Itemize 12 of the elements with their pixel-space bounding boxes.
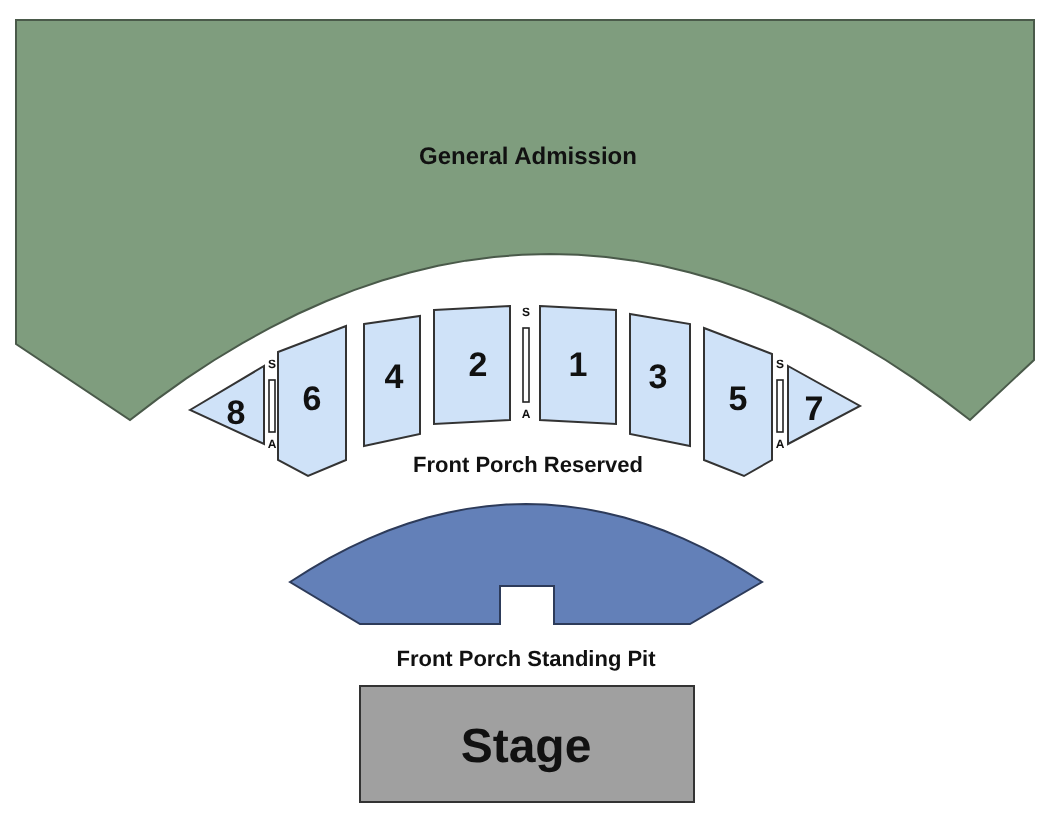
area-label: Front Porch Reserved [413,454,643,478]
section-number: 7 [804,390,824,430]
section-number: 4 [384,358,404,398]
section-number: 2 [468,346,488,386]
section-number: 3 [648,358,668,398]
section-number: 8 [226,394,246,434]
section-number: 5 [728,380,748,420]
area-label: Front Porch Standing Pit [396,648,656,672]
section-number: 6 [302,380,322,420]
stage-label: Stage [460,720,592,776]
area-label: General Admission [419,142,637,170]
section-number: 1 [568,346,588,386]
